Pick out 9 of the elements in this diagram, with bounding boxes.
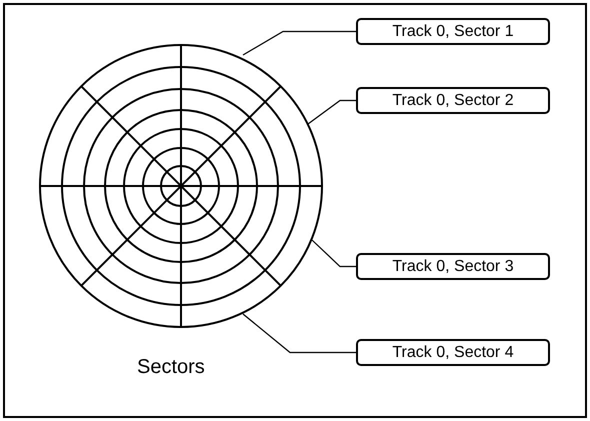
- diagram-caption: Sectors: [137, 356, 205, 379]
- label-box: Track 0, Sector 4: [356, 339, 550, 366]
- label-box: Track 0, Sector 1: [356, 18, 550, 45]
- leader-line: [242, 30, 356, 56]
- leader-line: [242, 314, 356, 354]
- label-box: Track 0, Sector 3: [356, 253, 550, 280]
- leader-line: [308, 100, 356, 124]
- label-box: Track 0, Sector 2: [356, 87, 550, 114]
- leader-line: [312, 240, 356, 268]
